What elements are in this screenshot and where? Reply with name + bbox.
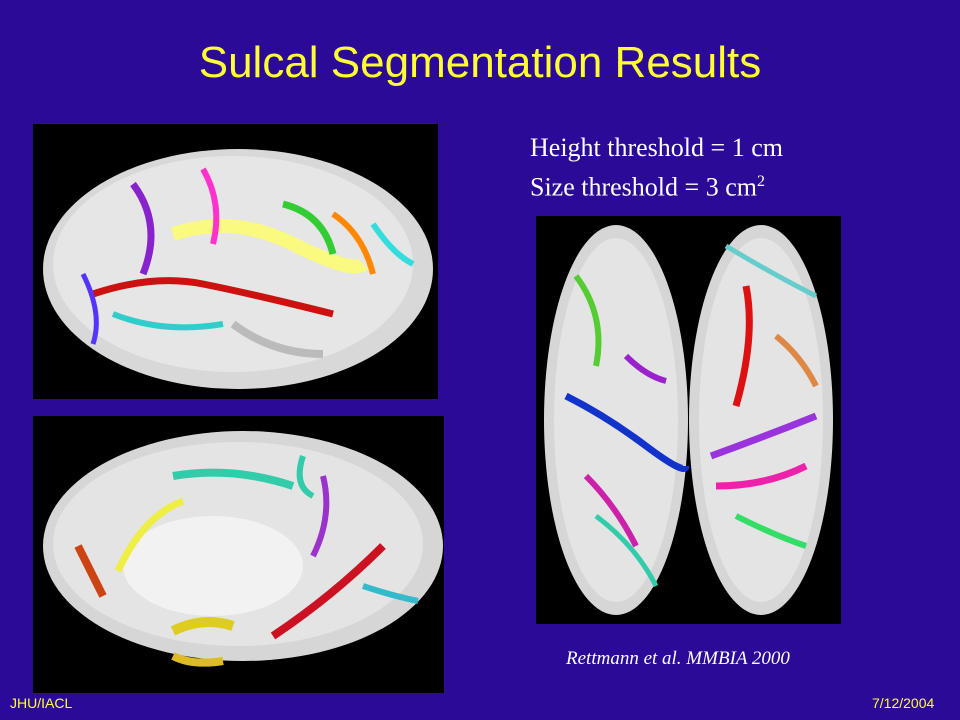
threshold-parameters: Height threshold = 1 cm Size threshold =… bbox=[530, 131, 783, 205]
slide-title: Sulcal Segmentation Results bbox=[198, 38, 762, 87]
brain-top-illustration bbox=[544, 225, 833, 615]
height-threshold-text: Height threshold = 1 cm bbox=[530, 133, 783, 162]
footer-date: 7/12/2004 bbox=[872, 695, 935, 711]
size-threshold-line: Size threshold = 3 cm2 bbox=[530, 165, 783, 205]
brain-lateral-illustration bbox=[43, 149, 433, 389]
size-threshold-text: Size threshold = 3 cm bbox=[530, 172, 757, 202]
brain-top-image bbox=[536, 216, 841, 624]
brain-medial-image bbox=[33, 416, 444, 693]
brain-medial-illustration bbox=[43, 431, 443, 667]
size-threshold-exponent: 2 bbox=[756, 173, 765, 190]
brain-lateral-image bbox=[33, 124, 438, 399]
citation: Rettmann et al. MMBIA 2000 bbox=[566, 648, 790, 669]
footer-organization: JHU/IACL bbox=[10, 695, 73, 711]
